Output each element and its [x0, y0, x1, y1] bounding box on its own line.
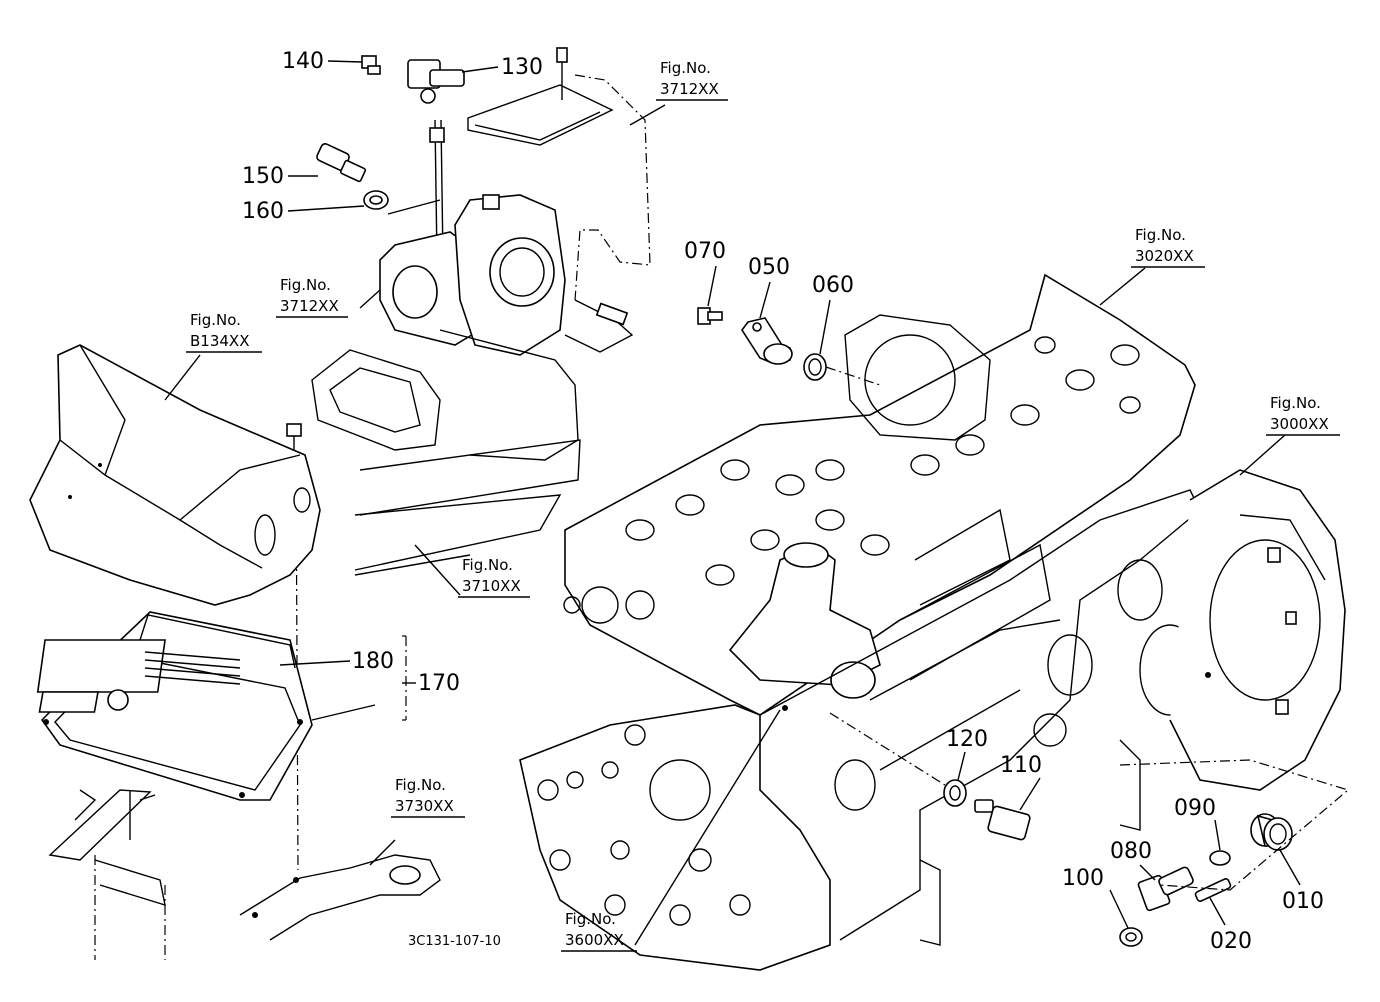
svg-text:Fig.No.: Fig.No. — [190, 311, 241, 329]
intake-manifold — [311, 329, 581, 576]
svg-text:Fig.No.: Fig.No. — [280, 276, 331, 294]
callout-numbers: 140 130 150 160 070 050 060 180 170 120 … — [242, 49, 1324, 954]
ecu-bracket — [48, 789, 441, 960]
svg-text:3712XX: 3712XX — [280, 297, 339, 315]
callout-150: 150 — [242, 164, 284, 189]
callout-010: 010 — [1282, 889, 1324, 914]
svg-text:3730XX: 3730XX — [395, 797, 454, 815]
svg-text:3712XX: 3712XX — [660, 80, 719, 98]
svg-text:Fig.No.: Fig.No. — [1135, 226, 1186, 244]
callout-060: 060 — [812, 273, 854, 298]
temp-sensor-110 — [974, 799, 1031, 841]
flywheel-housing — [1169, 469, 1346, 791]
svg-text:Fig.No.: Fig.No. — [660, 59, 711, 77]
svg-text:Fig.No.: Fig.No. — [395, 776, 446, 794]
callout-120: 120 — [946, 727, 988, 752]
fig-ref-3600: Fig.No. 3600XX — [561, 910, 637, 952]
block-front-holes — [537, 586, 751, 926]
callout-110: 110 — [1000, 753, 1042, 778]
callout-180: 180 — [352, 649, 394, 674]
svg-text:Fig.No.: Fig.No. — [565, 910, 616, 928]
callout-070: 070 — [684, 239, 726, 264]
svg-text:Fig.No.: Fig.No. — [1270, 394, 1321, 412]
fig-ref-3712-top: Fig.No. 3712XX — [656, 59, 728, 101]
fig-ref-3712-mid: Fig.No. 3712XX — [276, 276, 348, 318]
callout-090: 090 — [1174, 796, 1216, 821]
oring-090 — [1209, 850, 1231, 866]
figure-refs: Fig.No. 3712XX Fig.No. 3712XX Fig.No. B1… — [186, 59, 1340, 952]
stud-020 — [1194, 878, 1232, 902]
sensor-080 — [1137, 866, 1194, 912]
sensor-130 — [407, 59, 465, 104]
bolt-070 — [697, 307, 723, 325]
fig-ref-3730: Fig.No. 3730XX — [391, 776, 465, 818]
svg-text:3710XX: 3710XX — [462, 577, 521, 595]
callout-020: 020 — [1210, 929, 1252, 954]
callout-160: 160 — [242, 199, 284, 224]
callout-130: 130 — [501, 55, 543, 80]
drawing-code: 3C131-107-10 — [408, 934, 501, 949]
crank-sensor-050 — [741, 317, 793, 365]
callout-140: 140 — [282, 49, 324, 74]
callout-080: 080 — [1110, 839, 1152, 864]
washer-120 — [943, 779, 967, 807]
engine-block — [519, 273, 1346, 971]
head-ports — [625, 336, 1141, 586]
svg-text:3000XX: 3000XX — [1270, 415, 1329, 433]
svg-text:Fig.No.: Fig.No. — [462, 556, 513, 574]
fig-ref-3020: Fig.No. 3020XX — [1131, 226, 1205, 268]
fig-ref-3000: Fig.No. 3000XX — [1266, 394, 1340, 436]
callout-170: 170 — [418, 671, 460, 696]
air-cleaner-cover — [29, 344, 321, 606]
svg-text:3020XX: 3020XX — [1135, 247, 1194, 265]
throttle-body — [379, 194, 634, 356]
oring-060 — [803, 353, 827, 381]
callout-100: 100 — [1062, 866, 1104, 891]
callout-050: 050 — [748, 255, 790, 280]
fig-ref-3710: Fig.No. 3710XX — [458, 556, 530, 598]
sensor-150 — [316, 143, 367, 183]
upper-bracket-assembly — [286, 47, 651, 871]
ecu-connector-pins — [144, 651, 241, 685]
leader-lines — [164, 60, 1301, 946]
fig-ref-b134: Fig.No. B134XX — [186, 311, 262, 353]
svg-text:3600XX: 3600XX — [565, 931, 624, 949]
ecu-unit — [36, 611, 313, 801]
sleeve-010 — [1250, 813, 1293, 851]
svg-text:B134XX: B134XX — [190, 332, 249, 350]
nut-100 — [1119, 927, 1143, 947]
bolt-140 — [361, 55, 381, 75]
